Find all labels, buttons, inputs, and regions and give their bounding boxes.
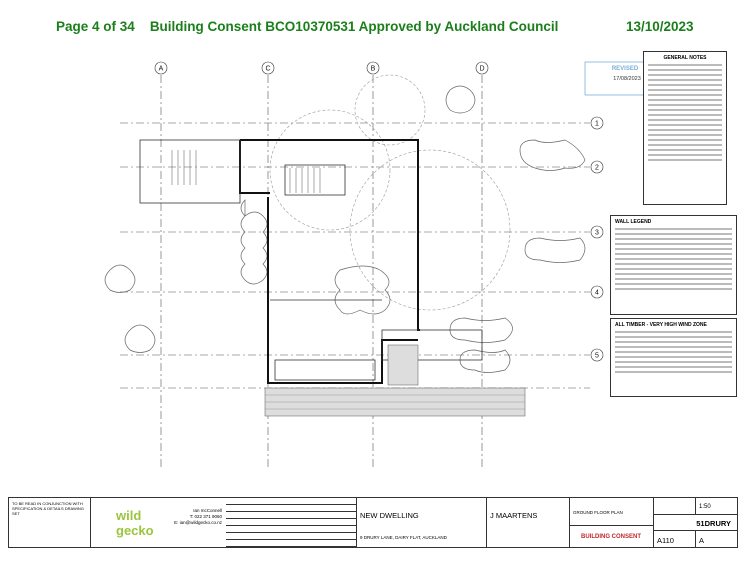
grid-label: B xyxy=(371,66,376,73)
grid-label: 2 xyxy=(595,165,599,172)
grid-label: 5 xyxy=(595,353,599,360)
grid-label: 1 xyxy=(595,121,599,128)
grid-label: A xyxy=(159,66,164,73)
contact-phone: T: 022 371 9060 xyxy=(189,514,222,519)
grid-bubble xyxy=(590,285,604,299)
page-consent-header: Page 4 of 34 Building Consent BCO1037053… xyxy=(56,19,558,34)
grid-bubble xyxy=(590,116,604,130)
grid-bubble xyxy=(590,160,604,174)
project-block: NEW DWELLING 9 DRURY LANE, DAIRY FLAT, A… xyxy=(356,498,487,547)
grid-bubble xyxy=(590,225,604,239)
project-name: NEW DWELLING xyxy=(360,511,419,520)
grid-bubble xyxy=(590,348,604,362)
svg-text:REVISED: REVISED xyxy=(612,66,639,72)
drawing-info: 1:50 51DRURY A110 A xyxy=(653,498,737,547)
scale: 1:50 xyxy=(699,504,711,510)
title-block: TO BE READ IN CONJUNCTION WITH SPECIFICA… xyxy=(8,497,738,548)
read-with-note: TO BE READ IN CONJUNCTION WITH SPECIFICA… xyxy=(9,498,91,547)
grid-bubble xyxy=(261,61,275,75)
general-notes-box: GENERAL NOTES xyxy=(643,51,727,205)
drawing-title: GROUND FLOOR PLAN xyxy=(573,510,623,515)
consent-text: Building Consent BCO10370531 Approved by… xyxy=(149,19,559,34)
drawing-title-block: GROUND FLOOR PLAN BUILDING CONSENT xyxy=(569,498,654,547)
status-label: BUILDING CONSENT xyxy=(581,534,641,540)
wall-legend-box: WALL LEGEND xyxy=(610,215,737,315)
revision-table xyxy=(226,498,357,547)
contact-name: Ian mcConnell xyxy=(193,508,222,513)
grid-bubble xyxy=(475,61,489,75)
client-name: J MAARTENS xyxy=(490,511,538,520)
grid-label: 3 xyxy=(595,230,599,237)
client-block: J MAARTENS xyxy=(486,498,570,547)
grid-bubble xyxy=(366,61,380,75)
project-address: 9 DRURY LANE, DAIRY FLAT, AUCKLAND xyxy=(360,535,447,540)
wind-zone-box: ALL TIMBER - VERY HIGH WIND ZONE xyxy=(610,318,737,397)
contact-email[interactable]: E: ian@wildgecko.co.nz xyxy=(174,520,222,525)
grid-label: 4 xyxy=(595,290,599,297)
grid-label: D xyxy=(479,66,484,73)
wind-zone-title: ALL TIMBER - VERY HIGH WIND ZONE xyxy=(615,322,707,328)
wall-legend-title: WALL LEGEND xyxy=(615,219,652,225)
revision: A xyxy=(699,536,705,545)
page-number: Page 4 of 34 xyxy=(56,19,135,34)
grid-bubble xyxy=(154,61,168,75)
project-number: 51DRURY xyxy=(696,519,731,528)
header-date: 13/10/2023 xyxy=(626,19,694,34)
svg-text:17/08/2023: 17/08/2023 xyxy=(613,76,641,82)
grid-label: C xyxy=(265,66,270,73)
general-notes-title: GENERAL NOTES xyxy=(663,55,707,61)
drawing-number: A110 xyxy=(657,536,674,545)
